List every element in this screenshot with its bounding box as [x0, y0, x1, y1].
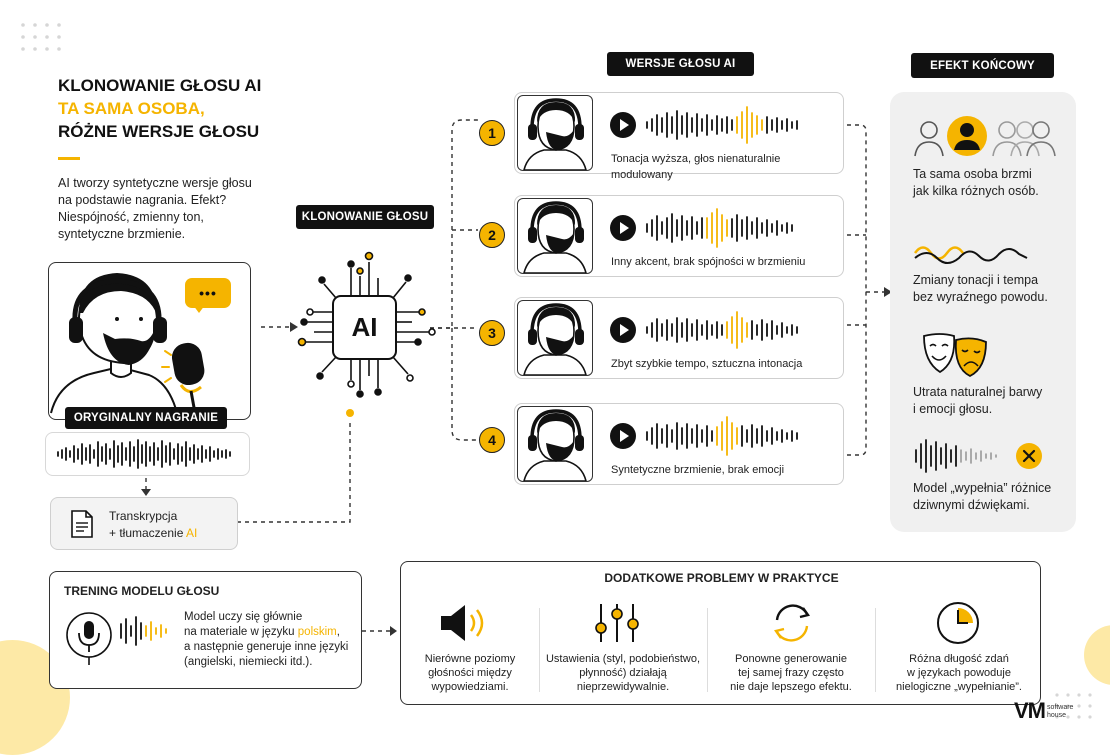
version-caption: Syntetyczne brzmienie, brak emocji — [611, 464, 785, 476]
clock-icon — [937, 602, 979, 644]
effect-line: bez wyraźnego powodu. — [913, 290, 1048, 304]
title-line-1: KLONOWANIE GŁOSU AI — [58, 76, 262, 95]
training-line-2: na materiale w języku polskim, — [184, 626, 340, 638]
chat-bubble-dots: ••• — [199, 285, 217, 301]
version-number: 3 — [479, 320, 505, 346]
original-recording-card — [48, 262, 251, 420]
training-card: TRENING MODELU GŁOSU Model uczy się głów… — [49, 571, 362, 689]
dot-grid-top-left — [21, 23, 61, 51]
version-number: 1 — [479, 120, 505, 146]
ai-waveform — [646, 416, 798, 456]
waveform-x-icon — [915, 439, 1042, 473]
masks-icon — [923, 333, 987, 378]
version-card: Inny akcent, brak spójności w brzmieniu — [514, 195, 844, 277]
version-number: 2 — [479, 222, 505, 248]
version-caption: Inny akcent, brak spójności w brzmieniu — [611, 256, 806, 268]
training-line-4: (angielski, niemiecki itd.). — [184, 656, 313, 668]
play-icon[interactable] — [609, 422, 637, 450]
effect-line: Utrata naturalnej barwy — [913, 385, 1043, 399]
intro-line-3: Niespójność, zmienny ton, — [58, 210, 204, 224]
ai-chip: AI — [332, 295, 397, 360]
version-card: Zbyt szybkie tempo, sztuczna intonacja — [514, 297, 844, 379]
intro-line-1: AI tworzy syntetyczne wersje głosu — [58, 176, 252, 190]
effect-line: jak kilka różnych osób. — [913, 184, 1039, 198]
problems-divider — [707, 608, 708, 692]
play-icon[interactable] — [609, 316, 637, 344]
effect-line: Model „wypełnia” różnice — [913, 481, 1052, 495]
intro-line-2: na podstawie nagrania. Efekt? — [58, 193, 227, 207]
intro-line-4: syntetyczne brzmienie. — [58, 227, 186, 241]
podcaster-illustration — [50, 273, 205, 414]
intro-text: AI tworzy syntetyczne wersje głosu na po… — [58, 175, 252, 243]
effect-label: EFEKT KOŃCOWY — [911, 53, 1054, 78]
version-card: Tonacja wyższa, głos nienaturalnie modul… — [514, 92, 844, 181]
play-icon[interactable] — [609, 214, 637, 242]
problems-divider — [539, 608, 540, 692]
problems-divider — [875, 608, 876, 692]
original-waveform-card — [45, 432, 250, 476]
speaker-icon — [441, 605, 484, 641]
problem-text-2: Ustawienia (styl, podobieństwo, płynność… — [545, 653, 701, 693]
microphone-icon — [66, 612, 112, 665]
original-recording-label: ORYGINALNY NAGRANIE — [65, 407, 227, 429]
training-line-3: a następnie generuje inne języki — [184, 641, 349, 653]
transcription-line-2: + tłumaczenie AI — [109, 526, 198, 540]
title-line-2: TA SAMA OSOBA, — [58, 99, 205, 118]
transcription-line-1: Transkrypcja — [109, 509, 178, 523]
effect-text-3: Utrata naturalnej barwy i emocji głosu. — [913, 384, 1042, 418]
ai-chip-rays — [297, 251, 436, 417]
effect-line: dziwnymi dźwiękami. — [913, 498, 1030, 512]
transcription-card: Transkrypcja + tłumaczenie AI — [50, 497, 238, 550]
training-waveform — [120, 616, 167, 646]
cloning-label: KLONOWANIE GŁOSU — [296, 205, 434, 229]
version-number: 4 — [479, 427, 505, 453]
title-underline — [58, 157, 80, 160]
problem-text-3: Ponowne generowanie tej samej frazy częs… — [730, 653, 852, 693]
effect-line: i emocji głosu. — [913, 402, 993, 416]
speaker-avatar — [517, 198, 593, 274]
effect-text-1: Ta sama osoba brzmi jak kilka różnych os… — [913, 166, 1039, 200]
ai-waveform — [646, 106, 798, 144]
brand-logo-text: VM — [1014, 698, 1046, 723]
version-caption: Tonacja wyższa, głos nienaturalnie modul… — [611, 153, 781, 181]
effect-text-2: Zmiany tonacji i tempa bez wyraźnego pow… — [913, 272, 1048, 306]
effect-line: Zmiany tonacji i tempa — [913, 273, 1039, 287]
ai-chip-label: AI — [351, 312, 378, 342]
problem-text-1: Nierówne poziomy głośności między wypowi… — [424, 653, 516, 693]
wave-icon — [913, 246, 1028, 264]
training-text: Model uczy się głównie na materiale w ję… — [184, 610, 348, 670]
ai-waveform — [646, 311, 798, 349]
versions-label: WERSJE GŁOSU AI — [607, 52, 754, 76]
chat-bubble-icon: ••• — [185, 278, 231, 313]
problem-text-4: Różna długość zdań w językach powoduje n… — [896, 653, 1022, 693]
problems-card: DODATKOWE PROBLEMY W PRAKTYCE Nierówne p… — [400, 561, 1041, 705]
sliders-icon — [595, 604, 639, 642]
brand-logo-sub: software house — [1047, 704, 1074, 719]
document-icon — [71, 510, 93, 538]
speaker-avatar — [517, 300, 593, 376]
training-label: TRENING MODELU GŁOSU — [64, 584, 220, 598]
title-line-3: RÓŻNE WERSJE GŁOSU — [58, 122, 260, 141]
effect-line: Ta sama osoba brzmi — [913, 167, 1032, 181]
ai-waveform — [646, 208, 793, 248]
version-card: Syntetyczne brzmienie, brak emocji — [514, 403, 844, 485]
brand-logo: VM software house — [1014, 700, 1073, 722]
version-caption: Zbyt szybkie tempo, sztuczna intonacja — [611, 358, 803, 370]
people-icon — [914, 116, 1056, 157]
speaker-avatar — [517, 95, 593, 171]
refresh-icon — [773, 604, 811, 642]
effect-text-4: Model „wypełnia” różnice dziwnymi dźwięk… — [913, 480, 1051, 514]
dot-grid-bottom-right — [1055, 693, 1092, 719]
speaker-avatar — [517, 406, 593, 482]
problems-label: DODATKOWE PROBLEMY W PRAKTYCE — [604, 571, 839, 585]
training-line-1: Model uczy się głównie — [184, 611, 303, 623]
play-icon[interactable] — [609, 111, 637, 139]
original-waveform — [57, 439, 231, 469]
